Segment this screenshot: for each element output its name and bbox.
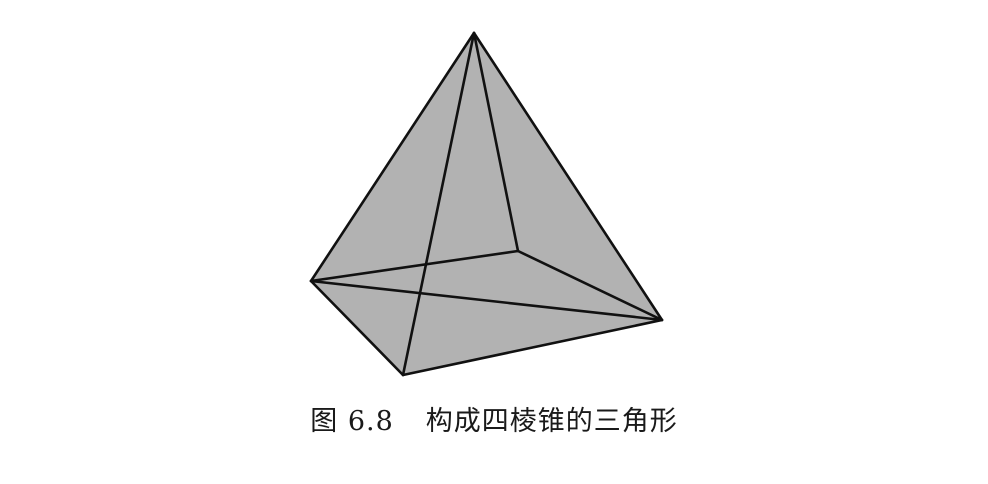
base-visible-region (311, 251, 662, 375)
edge-base-diagonal (309, 279, 664, 322)
pyramid-edges (309, 31, 664, 377)
edge-apex-back (472, 31, 520, 253)
edge-apex-right (472, 31, 664, 322)
edge-base-back-right (516, 249, 664, 322)
figure-caption-text: 构成四棱锥的三角形 (425, 405, 678, 437)
figure-label: 图 6.8 (310, 405, 394, 437)
edge-base-left-back (309, 249, 520, 283)
pyramid-faces (311, 33, 662, 375)
edge-apex-left (309, 31, 476, 283)
edge-base-left-front (309, 279, 405, 377)
edge-apex-front (401, 31, 476, 377)
figure-caption: 图 6.8 构成四棱锥的三角形 (0, 398, 988, 438)
edge-base-front-right (401, 318, 664, 377)
